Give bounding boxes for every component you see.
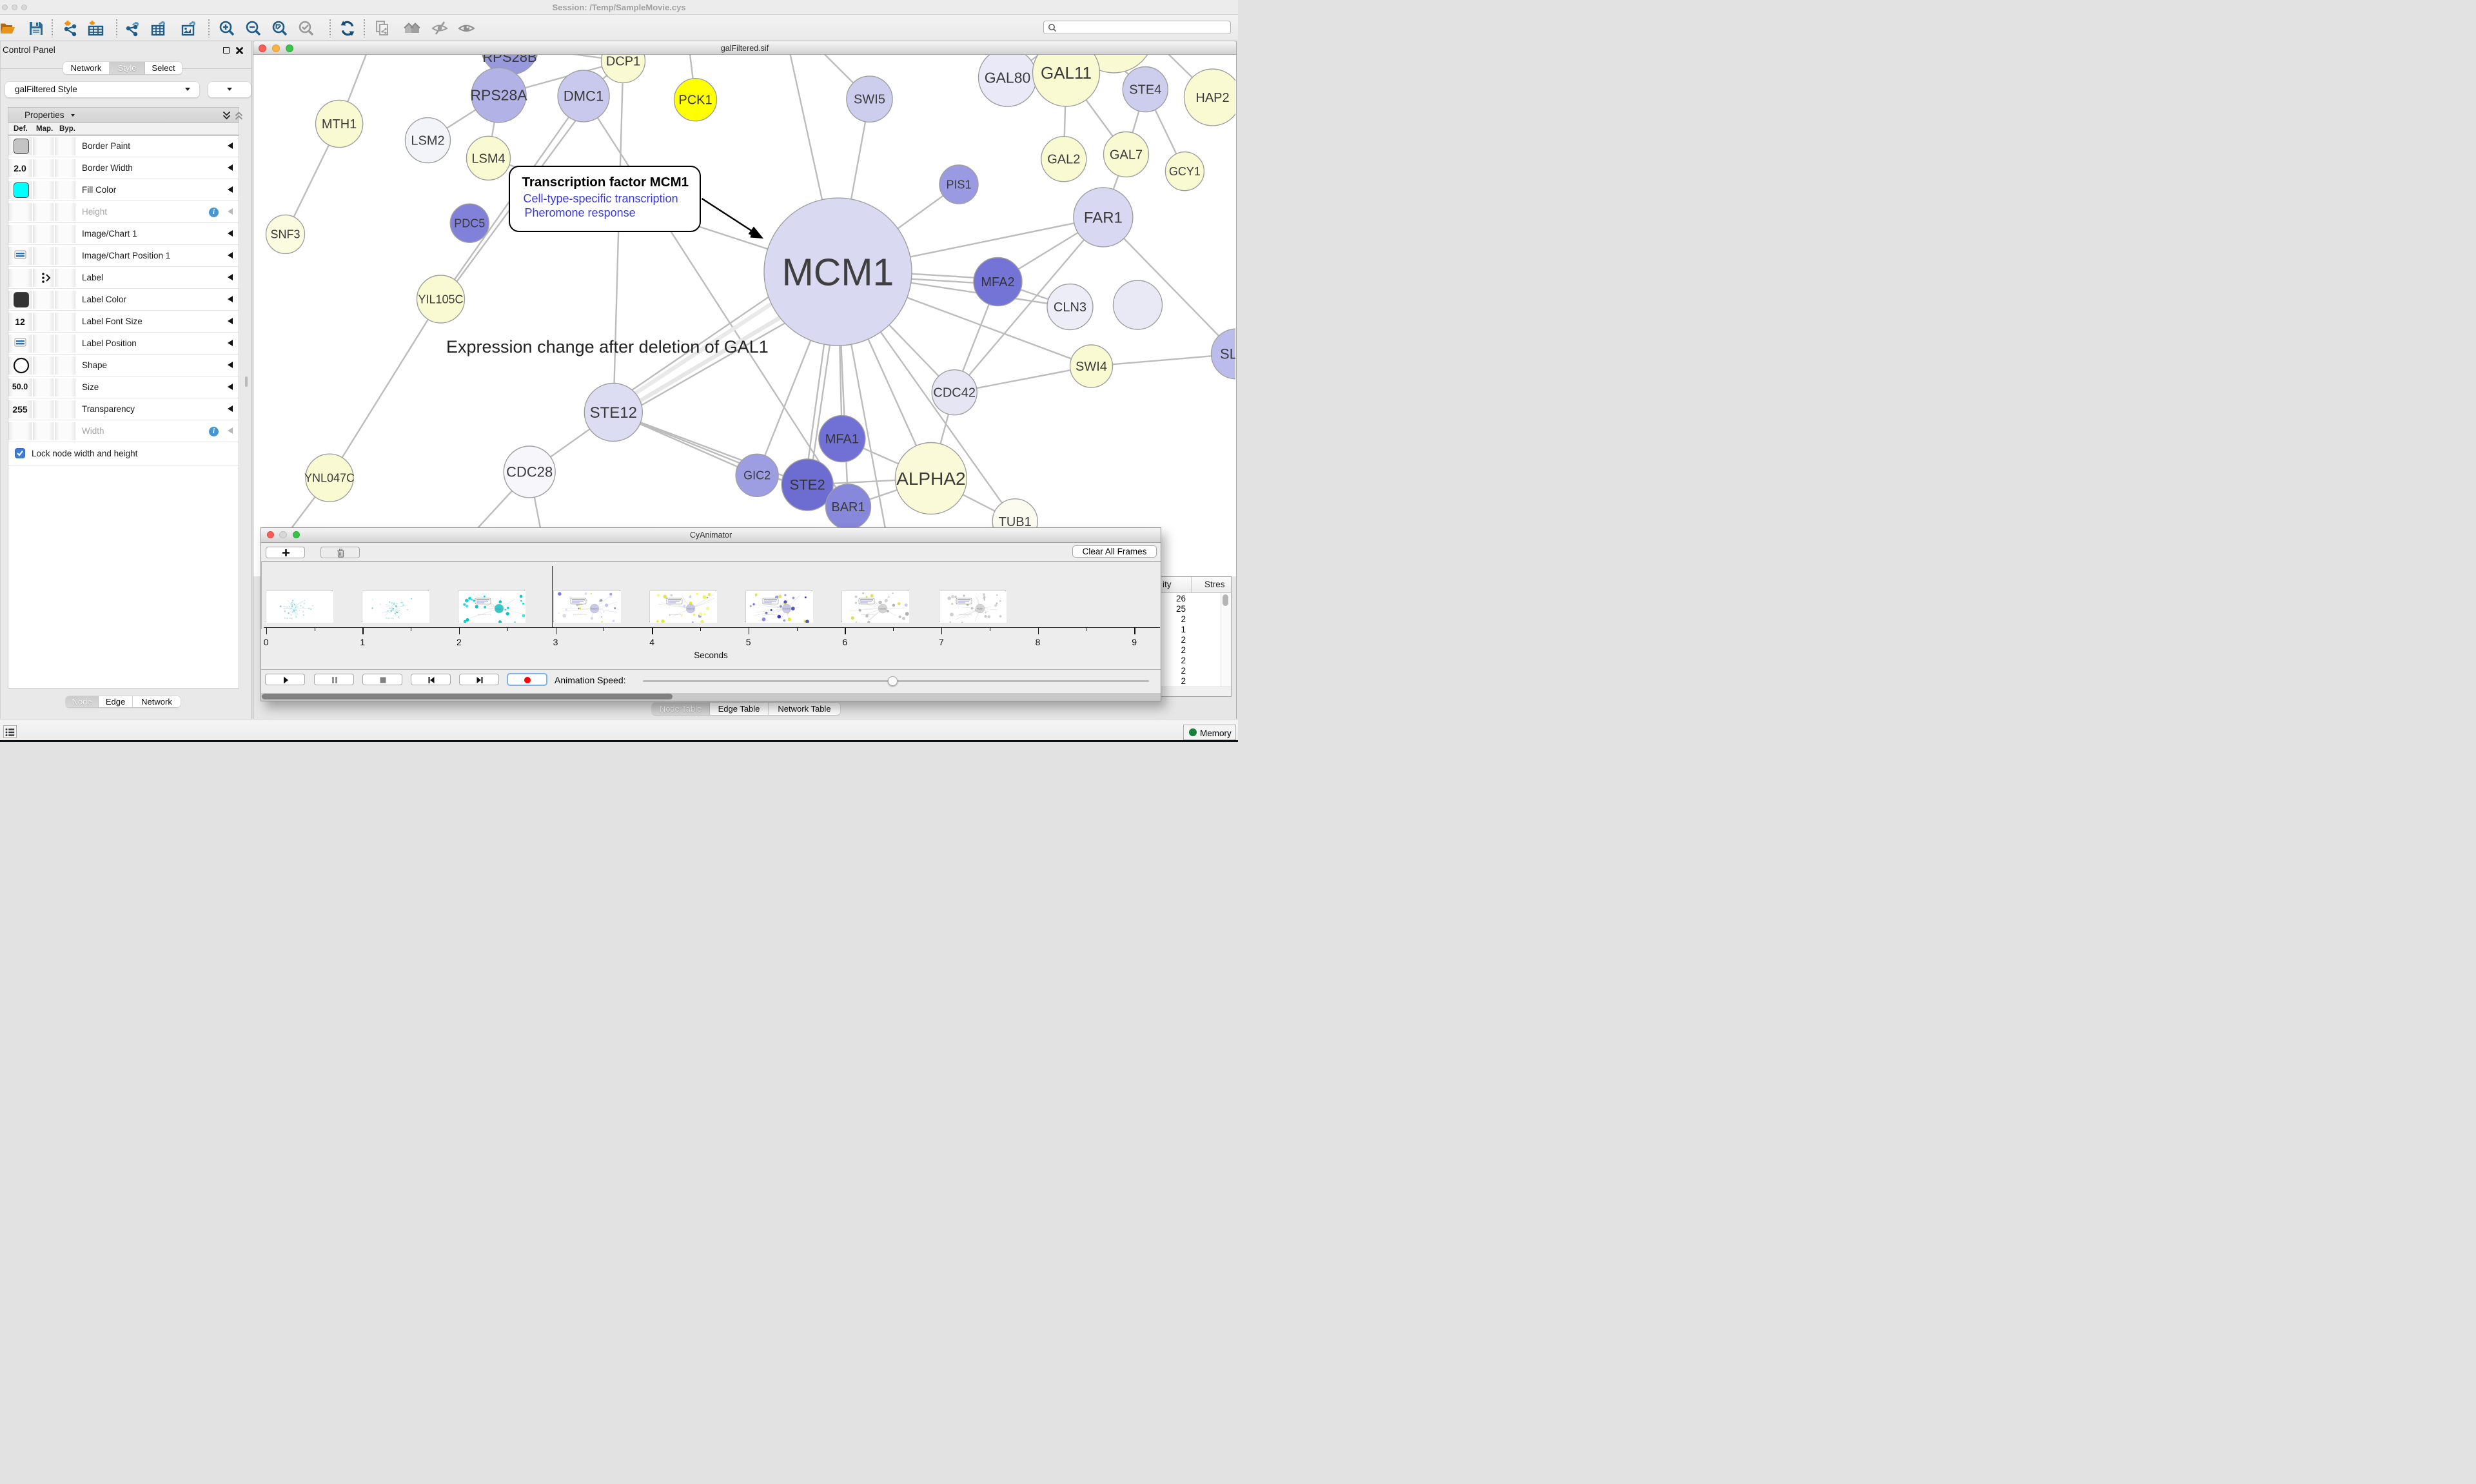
svg-text:LSM4: LSM4 xyxy=(471,151,505,166)
svg-text:STE12: STE12 xyxy=(590,404,637,422)
svg-text:FAR1: FAR1 xyxy=(1084,209,1123,226)
svg-text:MTH1: MTH1 xyxy=(322,117,357,132)
svg-text:Expression chg: Expression chg xyxy=(478,613,491,616)
svg-text:Expression chg: Expression chg xyxy=(573,613,587,616)
svg-text:GAL2: GAL2 xyxy=(1047,153,1080,167)
svg-text:PDC5: PDC5 xyxy=(454,217,485,230)
svg-text:MCM1: MCM1 xyxy=(783,608,790,610)
svg-text:MCM1: MCM1 xyxy=(976,608,983,610)
svg-text:PCK1: PCK1 xyxy=(678,93,712,108)
svg-text:MCM1: MCM1 xyxy=(879,608,886,610)
svg-text:CLN3: CLN3 xyxy=(1054,300,1086,315)
svg-text:GAL11: GAL11 xyxy=(1041,63,1092,83)
svg-text:CDC42: CDC42 xyxy=(933,386,976,400)
svg-text:LSM2: LSM2 xyxy=(411,134,444,148)
svg-text:Expression chg: Expression chg xyxy=(861,613,875,616)
svg-text:CDC28: CDC28 xyxy=(506,464,553,480)
svg-text:SNF3: SNF3 xyxy=(270,228,300,241)
svg-text:Expr chg: Expr chg xyxy=(284,617,293,620)
svg-text:GCY1: GCY1 xyxy=(1169,165,1201,178)
svg-text:Expression chg: Expression chg xyxy=(669,613,683,616)
svg-text:DCP1: DCP1 xyxy=(606,55,640,68)
svg-text:YNL047C: YNL047C xyxy=(304,472,355,485)
svg-text:SLT2: SLT2 xyxy=(1220,346,1235,362)
svg-text:MFA2: MFA2 xyxy=(981,275,1014,289)
svg-text:GAL80: GAL80 xyxy=(985,69,1031,86)
svg-text:Expr chg: Expr chg xyxy=(386,617,394,620)
svg-text:Expression chg: Expression chg xyxy=(765,613,779,616)
svg-text:Expression chg: Expression chg xyxy=(959,613,972,616)
svg-text:GIC2: GIC2 xyxy=(743,469,771,482)
svg-text:MCM1: MCM1 xyxy=(687,608,694,610)
svg-text:BAR1: BAR1 xyxy=(831,500,865,514)
svg-text:DMC1: DMC1 xyxy=(564,88,604,104)
svg-text:SWI4: SWI4 xyxy=(1076,360,1107,374)
svg-text:GAL7: GAL7 xyxy=(1110,148,1143,162)
svg-text:STE2: STE2 xyxy=(790,477,825,493)
svg-text:MCM1: MCM1 xyxy=(782,251,894,293)
svg-text:PIS1: PIS1 xyxy=(946,178,971,191)
svg-text:ALPHA2: ALPHA2 xyxy=(896,469,965,489)
svg-text:MFA1: MFA1 xyxy=(825,433,859,447)
svg-text:YIL105C: YIL105C xyxy=(418,293,463,306)
svg-text:STE4: STE4 xyxy=(1129,83,1161,97)
svg-text:MCM1: MCM1 xyxy=(495,608,502,610)
svg-text:TUB1: TUB1 xyxy=(999,515,1032,529)
svg-text:SWI5: SWI5 xyxy=(854,93,885,107)
svg-text:HAP2: HAP2 xyxy=(1195,91,1229,105)
svg-text:RPS28A: RPS28A xyxy=(470,87,527,104)
svg-text:RPS28B: RPS28B xyxy=(482,55,536,65)
svg-text:MCM1: MCM1 xyxy=(591,608,598,610)
